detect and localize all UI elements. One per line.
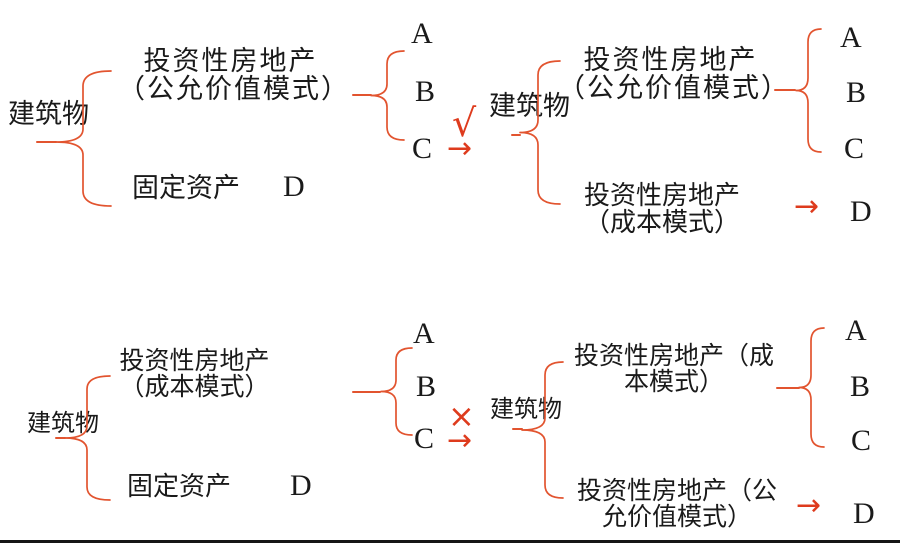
curly-brace: [64, 375, 111, 501]
branch-label-line: 投资性房地产: [143, 46, 318, 76]
connector-line: [352, 391, 381, 393]
curly-brace: [519, 60, 561, 205]
branch-label-fair-value: 投资性房地产 （公允价值模式）: [558, 45, 790, 103]
leaf-d: D: [283, 170, 305, 203]
branch-label-fair-value: 投资性房地产（公 允价值模式）: [567, 479, 787, 531]
leaf-a: A: [840, 21, 862, 54]
branch-label-cost: 投资性房地产 （成本模式）: [112, 349, 277, 401]
branch-label-line: 允价值模式）: [601, 504, 752, 531]
branch-label-fixed-asset: 固定资产: [132, 173, 240, 203]
leaf-d: D: [850, 195, 872, 228]
branch-label-line: 投资性房地产: [583, 45, 758, 75]
branch-label-cost: 投资性房地产（成 本模式）: [564, 344, 784, 396]
connector-line: [511, 134, 521, 136]
branch-label-cost: 投资性房地产 （成本模式）: [562, 182, 762, 236]
branch-label-line: 投资性房地产（成: [573, 343, 774, 370]
verdict-check-icon: √: [452, 101, 477, 145]
curly-brace: [798, 327, 825, 448]
bottom-rule: [0, 540, 900, 543]
branch-label-line: 投资性房地产（公: [576, 478, 777, 505]
curly-brace: [55, 70, 112, 207]
curly-brace: [795, 28, 822, 153]
transfer-arrow-icon: →: [794, 189, 820, 224]
root-label: 建筑物: [27, 411, 99, 437]
leaf-a: A: [845, 314, 867, 347]
transfer-arrow-icon: →: [447, 131, 473, 166]
leaf-c: C: [851, 424, 872, 457]
branch-label-line: （成本模式）: [583, 208, 740, 237]
connector-line: [36, 141, 57, 143]
leaf-c: C: [414, 422, 435, 455]
branch-label-line: 投资性房地产: [583, 181, 740, 210]
root-label: 建筑物: [8, 99, 89, 129]
leaf-b: B: [850, 370, 871, 403]
verdict-cross-icon: ×: [448, 397, 475, 435]
connector-line: [774, 89, 796, 91]
root-label: 建筑物: [489, 91, 570, 121]
branch-label-line: （公允价值模式）: [118, 74, 350, 104]
leaf-d: D: [853, 497, 875, 530]
leaf-b: B: [416, 370, 437, 403]
connector-line: [352, 94, 372, 96]
branch-label-fixed-asset: 固定资产: [127, 472, 232, 501]
transfer-arrow-icon: →: [796, 488, 822, 523]
connector-line: [512, 428, 523, 430]
curly-brace: [521, 361, 564, 499]
branch-label-fair-value: 投资性房地产 （公允价值模式）: [118, 46, 350, 104]
branch-label-line: 投资性房地产: [119, 348, 270, 375]
branch-label-line: （公允价值模式）: [558, 73, 790, 103]
leaf-a: A: [411, 17, 433, 50]
leaf-b: B: [415, 75, 436, 108]
root-label: 建筑物: [490, 397, 562, 423]
leaf-c: C: [412, 132, 433, 165]
transfer-arrow-icon: →: [447, 423, 473, 458]
leaf-c: C: [844, 132, 865, 165]
branch-label-line: （成本模式）: [119, 374, 270, 401]
leaf-a: A: [413, 317, 435, 350]
branch-label-line: 本模式）: [623, 369, 724, 396]
curly-brace: [380, 347, 413, 436]
connector-line: [55, 437, 66, 439]
connector-line: [776, 387, 800, 389]
leaf-b: B: [846, 76, 867, 109]
leaf-d: D: [290, 469, 312, 502]
curly-brace: [370, 50, 405, 141]
